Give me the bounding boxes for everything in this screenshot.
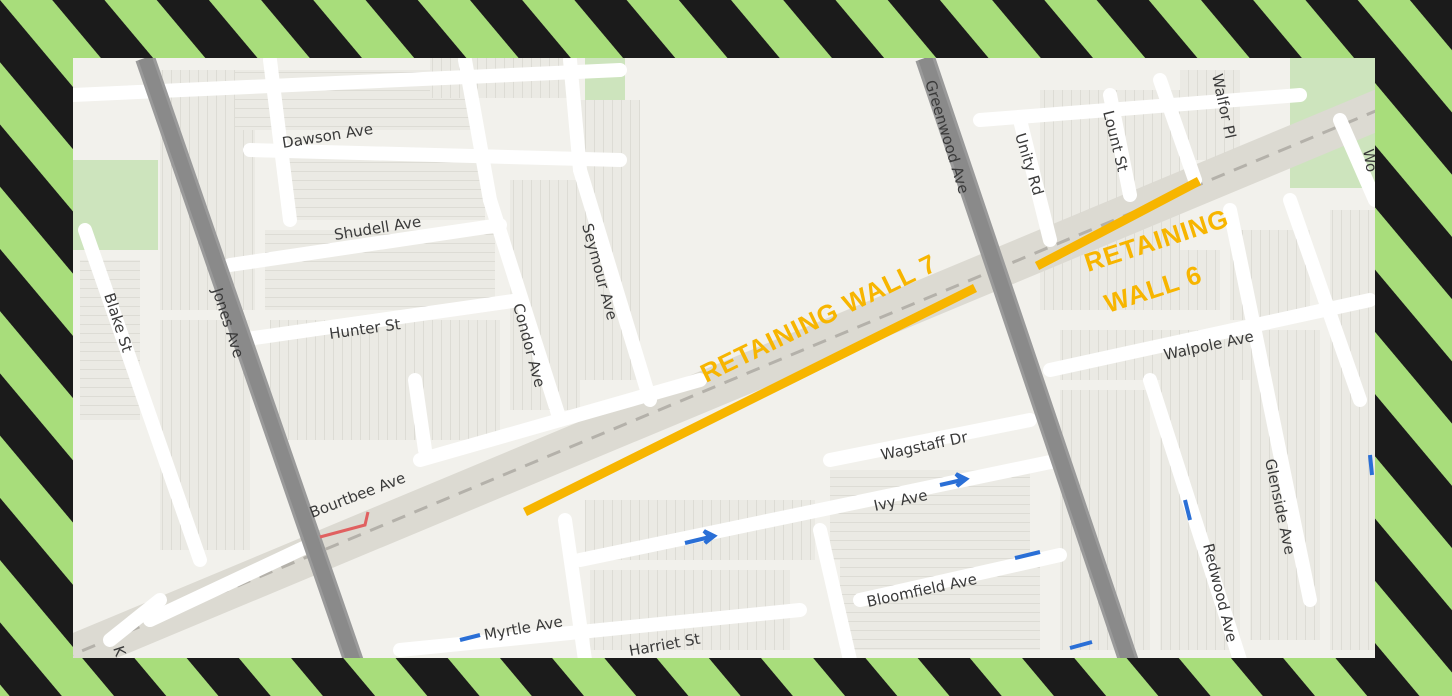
oneway-arrows	[459, 454, 1374, 650]
street-label-edge-left: K	[109, 644, 130, 660]
minor-roads	[73, 58, 1375, 658]
street-label-edge-right: Wo	[1359, 148, 1381, 174]
retaining-wall-7-line	[522, 283, 978, 517]
pedestrian-path	[319, 511, 370, 539]
map-area: Dawson Ave Shudell Ave Hunter St Seymour…	[73, 58, 1381, 660]
retaining-wall-6-line	[1034, 177, 1202, 270]
